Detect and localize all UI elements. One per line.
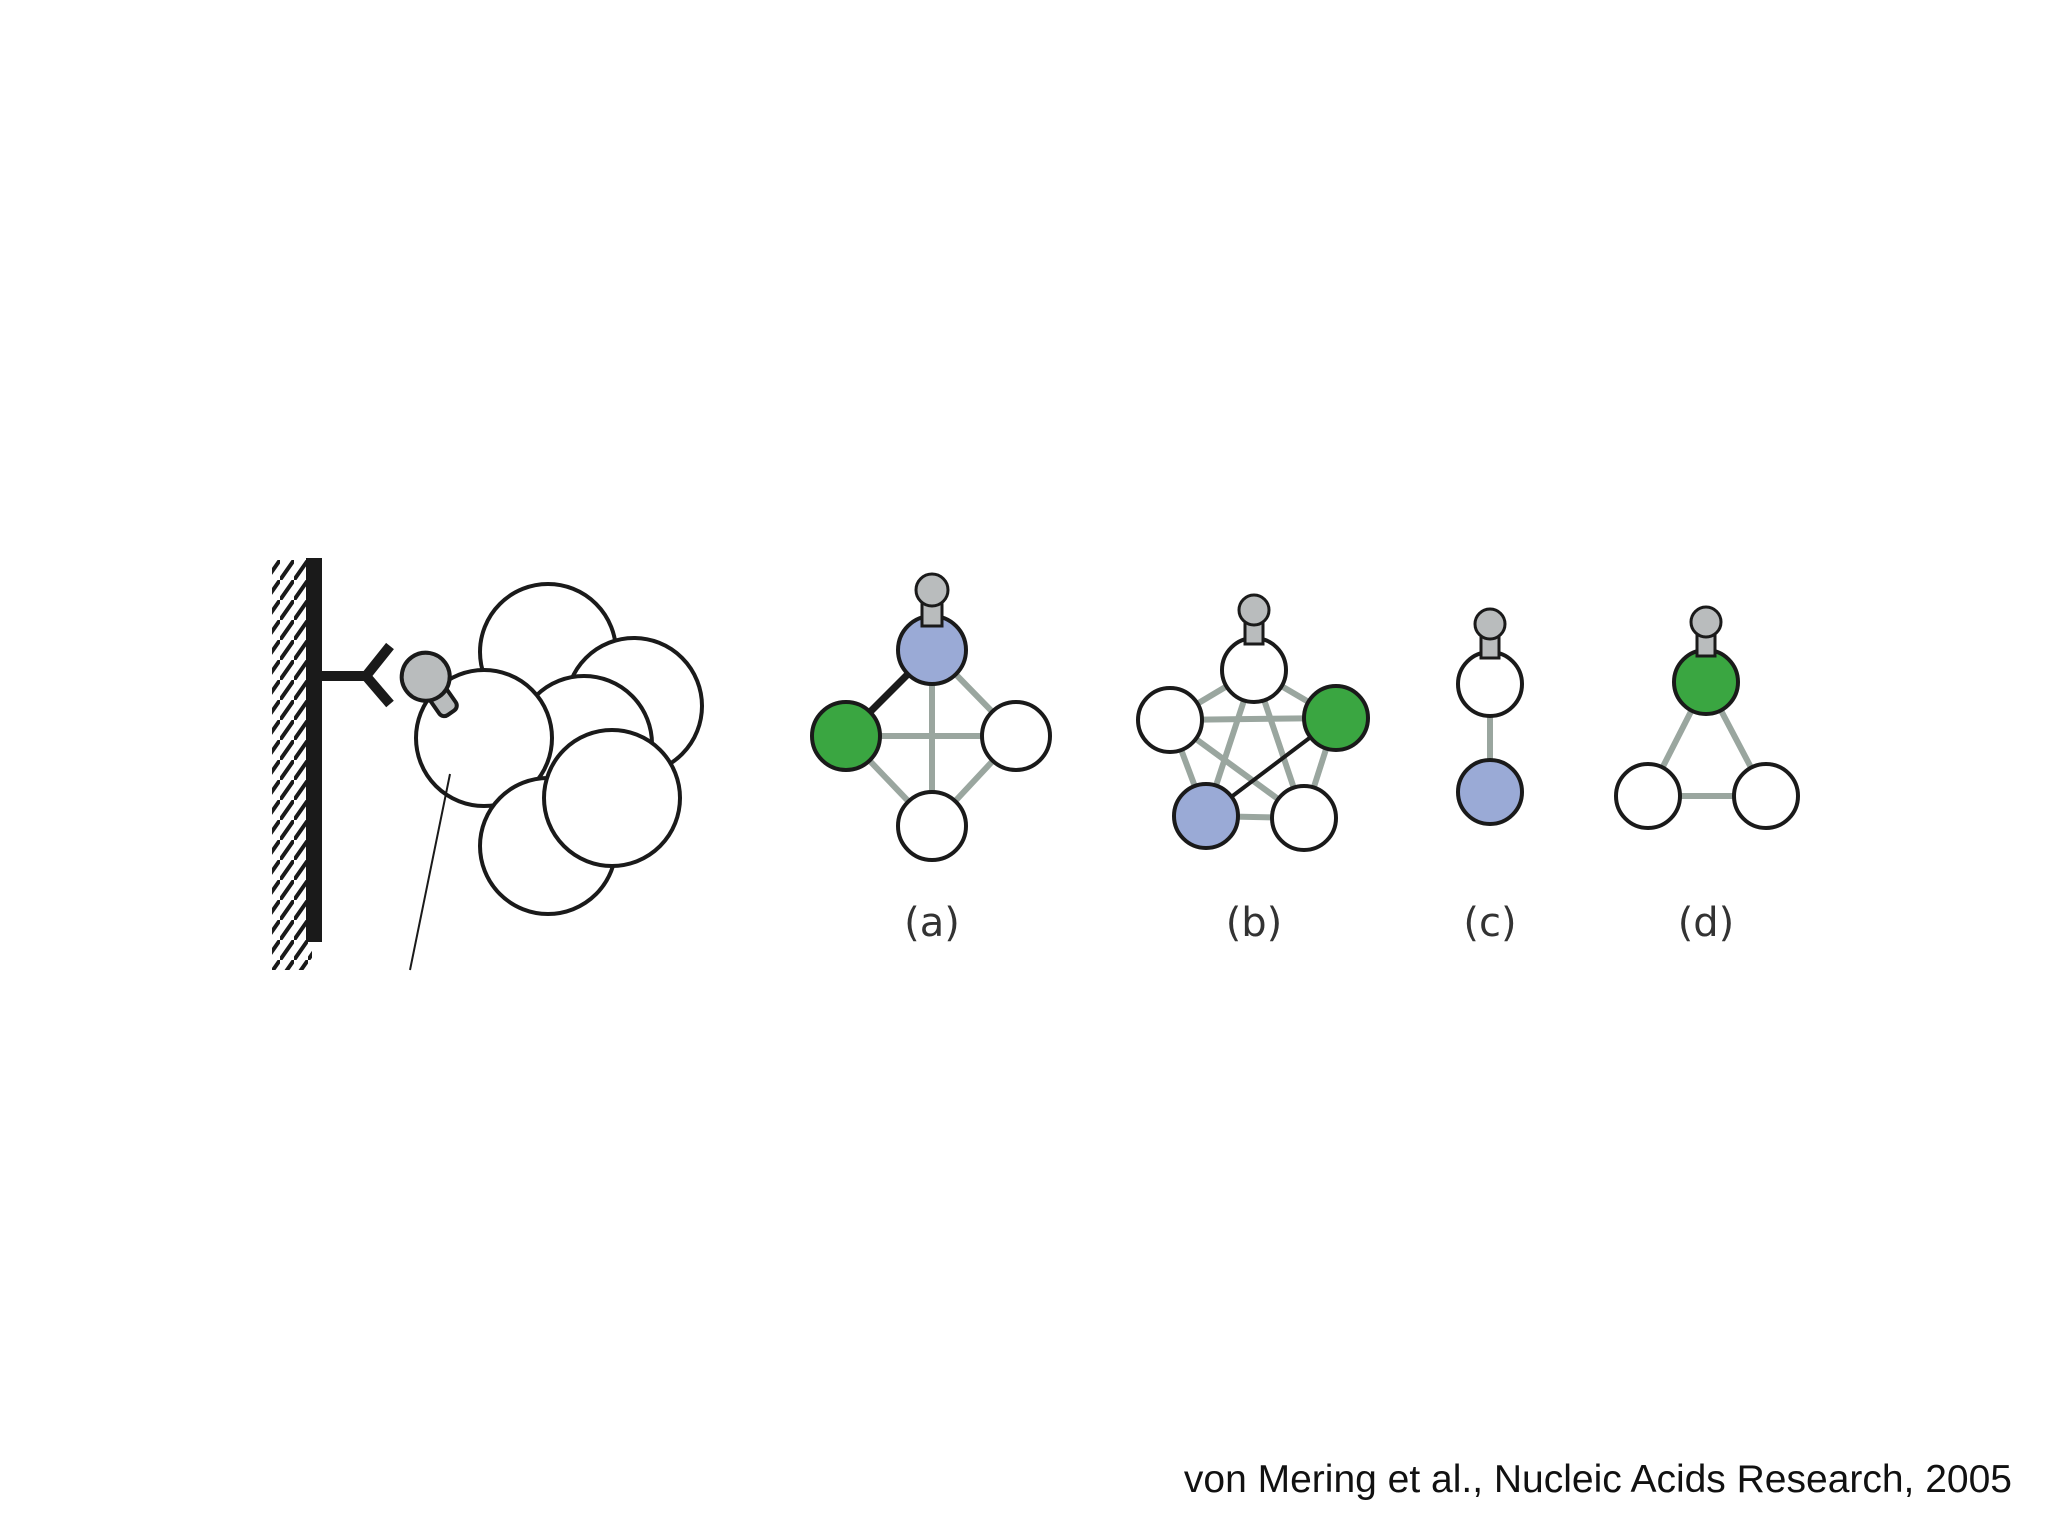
citation-text: von Mering et al., Nucleic Acids Researc… <box>1183 1458 2012 1501</box>
panel-d-white-node <box>1732 762 1800 830</box>
panel-a-white-node <box>980 700 1052 772</box>
panel-c-blue-node <box>1456 758 1524 826</box>
complex-protein <box>542 728 682 868</box>
panel-a-pin-icon <box>914 572 950 628</box>
panel-c-white-node <box>1456 650 1524 718</box>
panel-b-label: (b) <box>1226 900 1283 946</box>
panel-d: (d) <box>1614 605 1800 946</box>
pointer-line <box>409 773 451 971</box>
panel-b-white-node <box>1270 784 1338 852</box>
panel-b-white-node <box>1220 636 1288 704</box>
panel-c-pin-icon <box>1473 607 1507 660</box>
panel-d-label: (d) <box>1678 900 1735 946</box>
panel-c: (c) <box>1456 607 1524 946</box>
pulldown-schematic <box>272 558 704 971</box>
complex-circles <box>414 582 704 916</box>
surface-wall <box>306 558 322 942</box>
panel-a-green-node <box>810 700 882 772</box>
panel-b-blue-node <box>1172 782 1240 850</box>
hatched-surface <box>272 560 312 970</box>
panel-b: (b) <box>1136 593 1370 946</box>
panel-a: (a) <box>810 572 1052 946</box>
panel-d-pin-icon <box>1689 605 1723 658</box>
panel-b-green-node <box>1302 684 1370 752</box>
panel-a-white-node <box>896 790 968 862</box>
panel-d-white-node <box>1614 762 1682 830</box>
panel-b-pin-icon <box>1237 593 1271 646</box>
antibody-anchor <box>322 642 394 708</box>
panel-a-label: (a) <box>904 900 960 946</box>
panel-b-white-node <box>1136 686 1204 754</box>
panel-c-label: (c) <box>1463 900 1516 946</box>
bait-pin-icon <box>399 650 459 719</box>
panel-d-green-node <box>1672 648 1740 716</box>
